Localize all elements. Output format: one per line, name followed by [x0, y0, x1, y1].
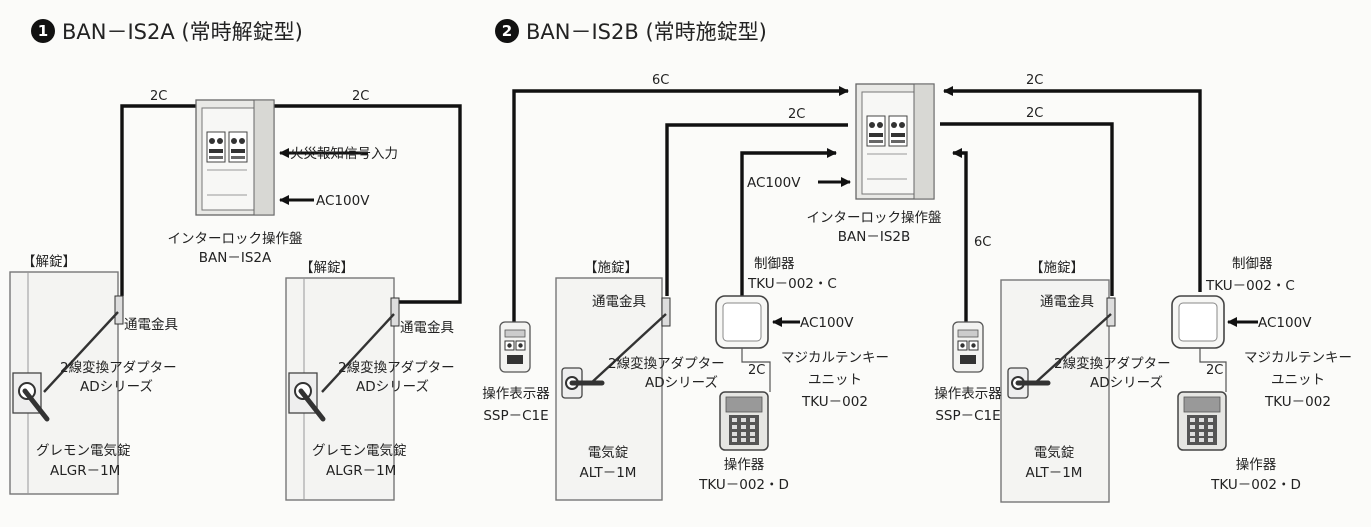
section1-left-adapter-cable — [43, 311, 119, 393]
section1-left-connector-icon — [114, 295, 124, 325]
section1-power: AC100V — [316, 193, 370, 209]
section2-right-adapter-2: ADシリーズ — [1090, 375, 1163, 391]
section2-number-badge — [495, 19, 519, 43]
section2-wire-left-2c-label: 2C — [788, 107, 805, 122]
section1-left-adapter-2: ADシリーズ — [80, 379, 153, 395]
section2-power: AC100V — [747, 175, 801, 191]
section2-left-controller-icon — [715, 295, 769, 349]
section2-right-state: 【施錠】 — [1030, 260, 1084, 276]
section2-right-indicator-icon — [952, 321, 984, 373]
section2-right-indicator-model: SSP－C1E — [935, 408, 1000, 424]
section2-right-adapter-1: 2線変換アダプター — [1054, 355, 1171, 372]
section2-right-controller-power: AC100V — [1258, 315, 1312, 331]
section2-left-unit-model: TKU－002 — [801, 394, 868, 410]
section2-wire-center-6c — [952, 148, 968, 322]
section2-left-keypad-wire-label: 2C — [748, 363, 765, 378]
section2-right-lock-model: ALT－1M — [1026, 465, 1083, 481]
section2-left-controller-name: 制御器 — [754, 256, 795, 272]
section1-right-connector: 通電金具 — [400, 320, 454, 336]
section2-left-indicator-name: 操作表示器 — [482, 386, 550, 402]
section2-left-indicator-icon — [499, 321, 531, 373]
section2-right-unit-2: ユニット — [1271, 372, 1325, 388]
section1-wire-right — [272, 104, 462, 304]
section2-left-operator-name: 操作器 — [724, 457, 765, 473]
section1-left-adapter-1: 2線変換アダプター — [60, 359, 177, 376]
section2-right-keypad-wire-label: 2C — [1206, 363, 1223, 378]
section2-right-keypad-wire — [1199, 348, 1227, 392]
section2-right-connector: 通電金具 — [1040, 294, 1094, 310]
section1-right-adapter-2: ADシリーズ — [356, 379, 429, 395]
section2-wire-right-mid-label: 2C — [1026, 106, 1043, 121]
section2-wire-right-2c — [940, 122, 1114, 296]
section1-right-adapter-cable — [321, 313, 395, 393]
section1-right-connector-icon — [390, 297, 400, 327]
section2-wire-left-ctrl — [740, 148, 837, 296]
section2-left-operator-model: TKU－002・D — [698, 477, 789, 493]
section1-panel-icon — [195, 99, 275, 216]
section2-right-connector-icon — [1106, 297, 1116, 327]
section2-left-unit-2: ユニット — [808, 372, 862, 388]
section2-left-adapter-1: 2線変換アダプター — [608, 355, 725, 372]
section2: 2 BAN－IS2B (常時施錠型) 6C 2C 2C 2C 6C AC100V… — [482, 19, 1352, 503]
section1-right-state: 【解錠】 — [300, 260, 354, 276]
section2-left-indicator-model: SSP－C1E — [483, 408, 548, 424]
section2-left-connector-icon — [661, 297, 671, 327]
section2-left-controller-power: AC100V — [800, 315, 854, 331]
section2-left-adapter-cable — [589, 313, 667, 385]
section2-left-connector: 通電金具 — [592, 294, 646, 310]
section1-left-lock-model: ALGR－1M — [50, 463, 120, 479]
section2-wire-left-6c — [512, 86, 849, 322]
section1-left-state: 【解錠】 — [22, 254, 76, 270]
section2-wire-left-6c-label: 6C — [652, 73, 669, 88]
section2-right-operator-model: TKU－002・D — [1210, 477, 1301, 493]
section2-number: 2 — [502, 22, 512, 40]
section2-left-controller-model: TKU－002・C — [747, 276, 837, 292]
section2-left-keypad-wire — [741, 348, 771, 392]
section2-right-indicator-name: 操作表示器 — [934, 386, 1002, 402]
section2-right-operator-name: 操作器 — [1236, 457, 1277, 473]
section2-wire-right-top-label: 2C — [1026, 73, 1043, 88]
section1-title: BAN－IS2A (常時解錠型) — [62, 20, 303, 44]
section2-panel-icon — [855, 83, 935, 200]
section2-wire-center-6c-label: 6C — [974, 235, 991, 250]
section1-left-lock-name: グレモン電気錠 — [36, 443, 131, 459]
section2-right-controller-icon — [1171, 295, 1225, 349]
section1-left-connector: 通電金具 — [124, 317, 178, 333]
section2-right-unit-model: TKU－002 — [1264, 394, 1331, 410]
section2-right-controller-name: 制御器 — [1232, 256, 1273, 272]
section1-panel-name: インターロック操作盤 — [168, 231, 303, 247]
section2-right-controller-model: TKU－002・C — [1205, 278, 1295, 294]
section1-fire-signal: 火災報知信号入力 — [290, 145, 398, 162]
section1-wire-right-label: 2C — [352, 89, 369, 104]
section2-left-adapter-2: ADシリーズ — [645, 375, 718, 391]
section2-left-lock-model: ALT－1M — [580, 465, 637, 481]
section1-right-adapter-1: 2線変換アダプター — [338, 359, 455, 376]
section1-right-lock-name: グレモン電気錠 — [312, 443, 407, 459]
section1-wire-left-label: 2C — [150, 89, 167, 104]
section1-number: 1 — [38, 22, 48, 40]
section1-wire-left — [120, 104, 196, 296]
section1-panel-model: BAN－IS2A — [199, 250, 272, 266]
section2-right-lock-name: 電気錠 — [1034, 445, 1075, 461]
section2-wire-left-2c — [665, 123, 848, 296]
section2-wire-right-top — [943, 86, 1202, 292]
section2-right-unit-1: マジカルテンキー — [1244, 350, 1352, 366]
section1-number-badge — [31, 19, 55, 43]
section2-right-adapter-cable — [1033, 313, 1112, 385]
section2-left-keypad-icon — [719, 391, 769, 451]
section1-right-lock-model: ALGR－1M — [326, 463, 396, 479]
section2-panel-name: インターロック操作盤 — [807, 210, 942, 226]
section2-left-unit-1: マジカルテンキー — [781, 350, 889, 366]
section2-panel-model: BAN－IS2B — [838, 229, 911, 245]
section2-left-lock-name: 電気錠 — [588, 445, 629, 461]
section2-right-keypad-icon — [1177, 391, 1227, 451]
section1: 1 BAN－IS2A (常時解錠型) 2C 2C 火災報知信号入力 AC100V… — [9, 19, 462, 501]
section2-left-state: 【施錠】 — [584, 260, 638, 276]
section2-title: BAN－IS2B (常時施錠型) — [526, 20, 767, 44]
